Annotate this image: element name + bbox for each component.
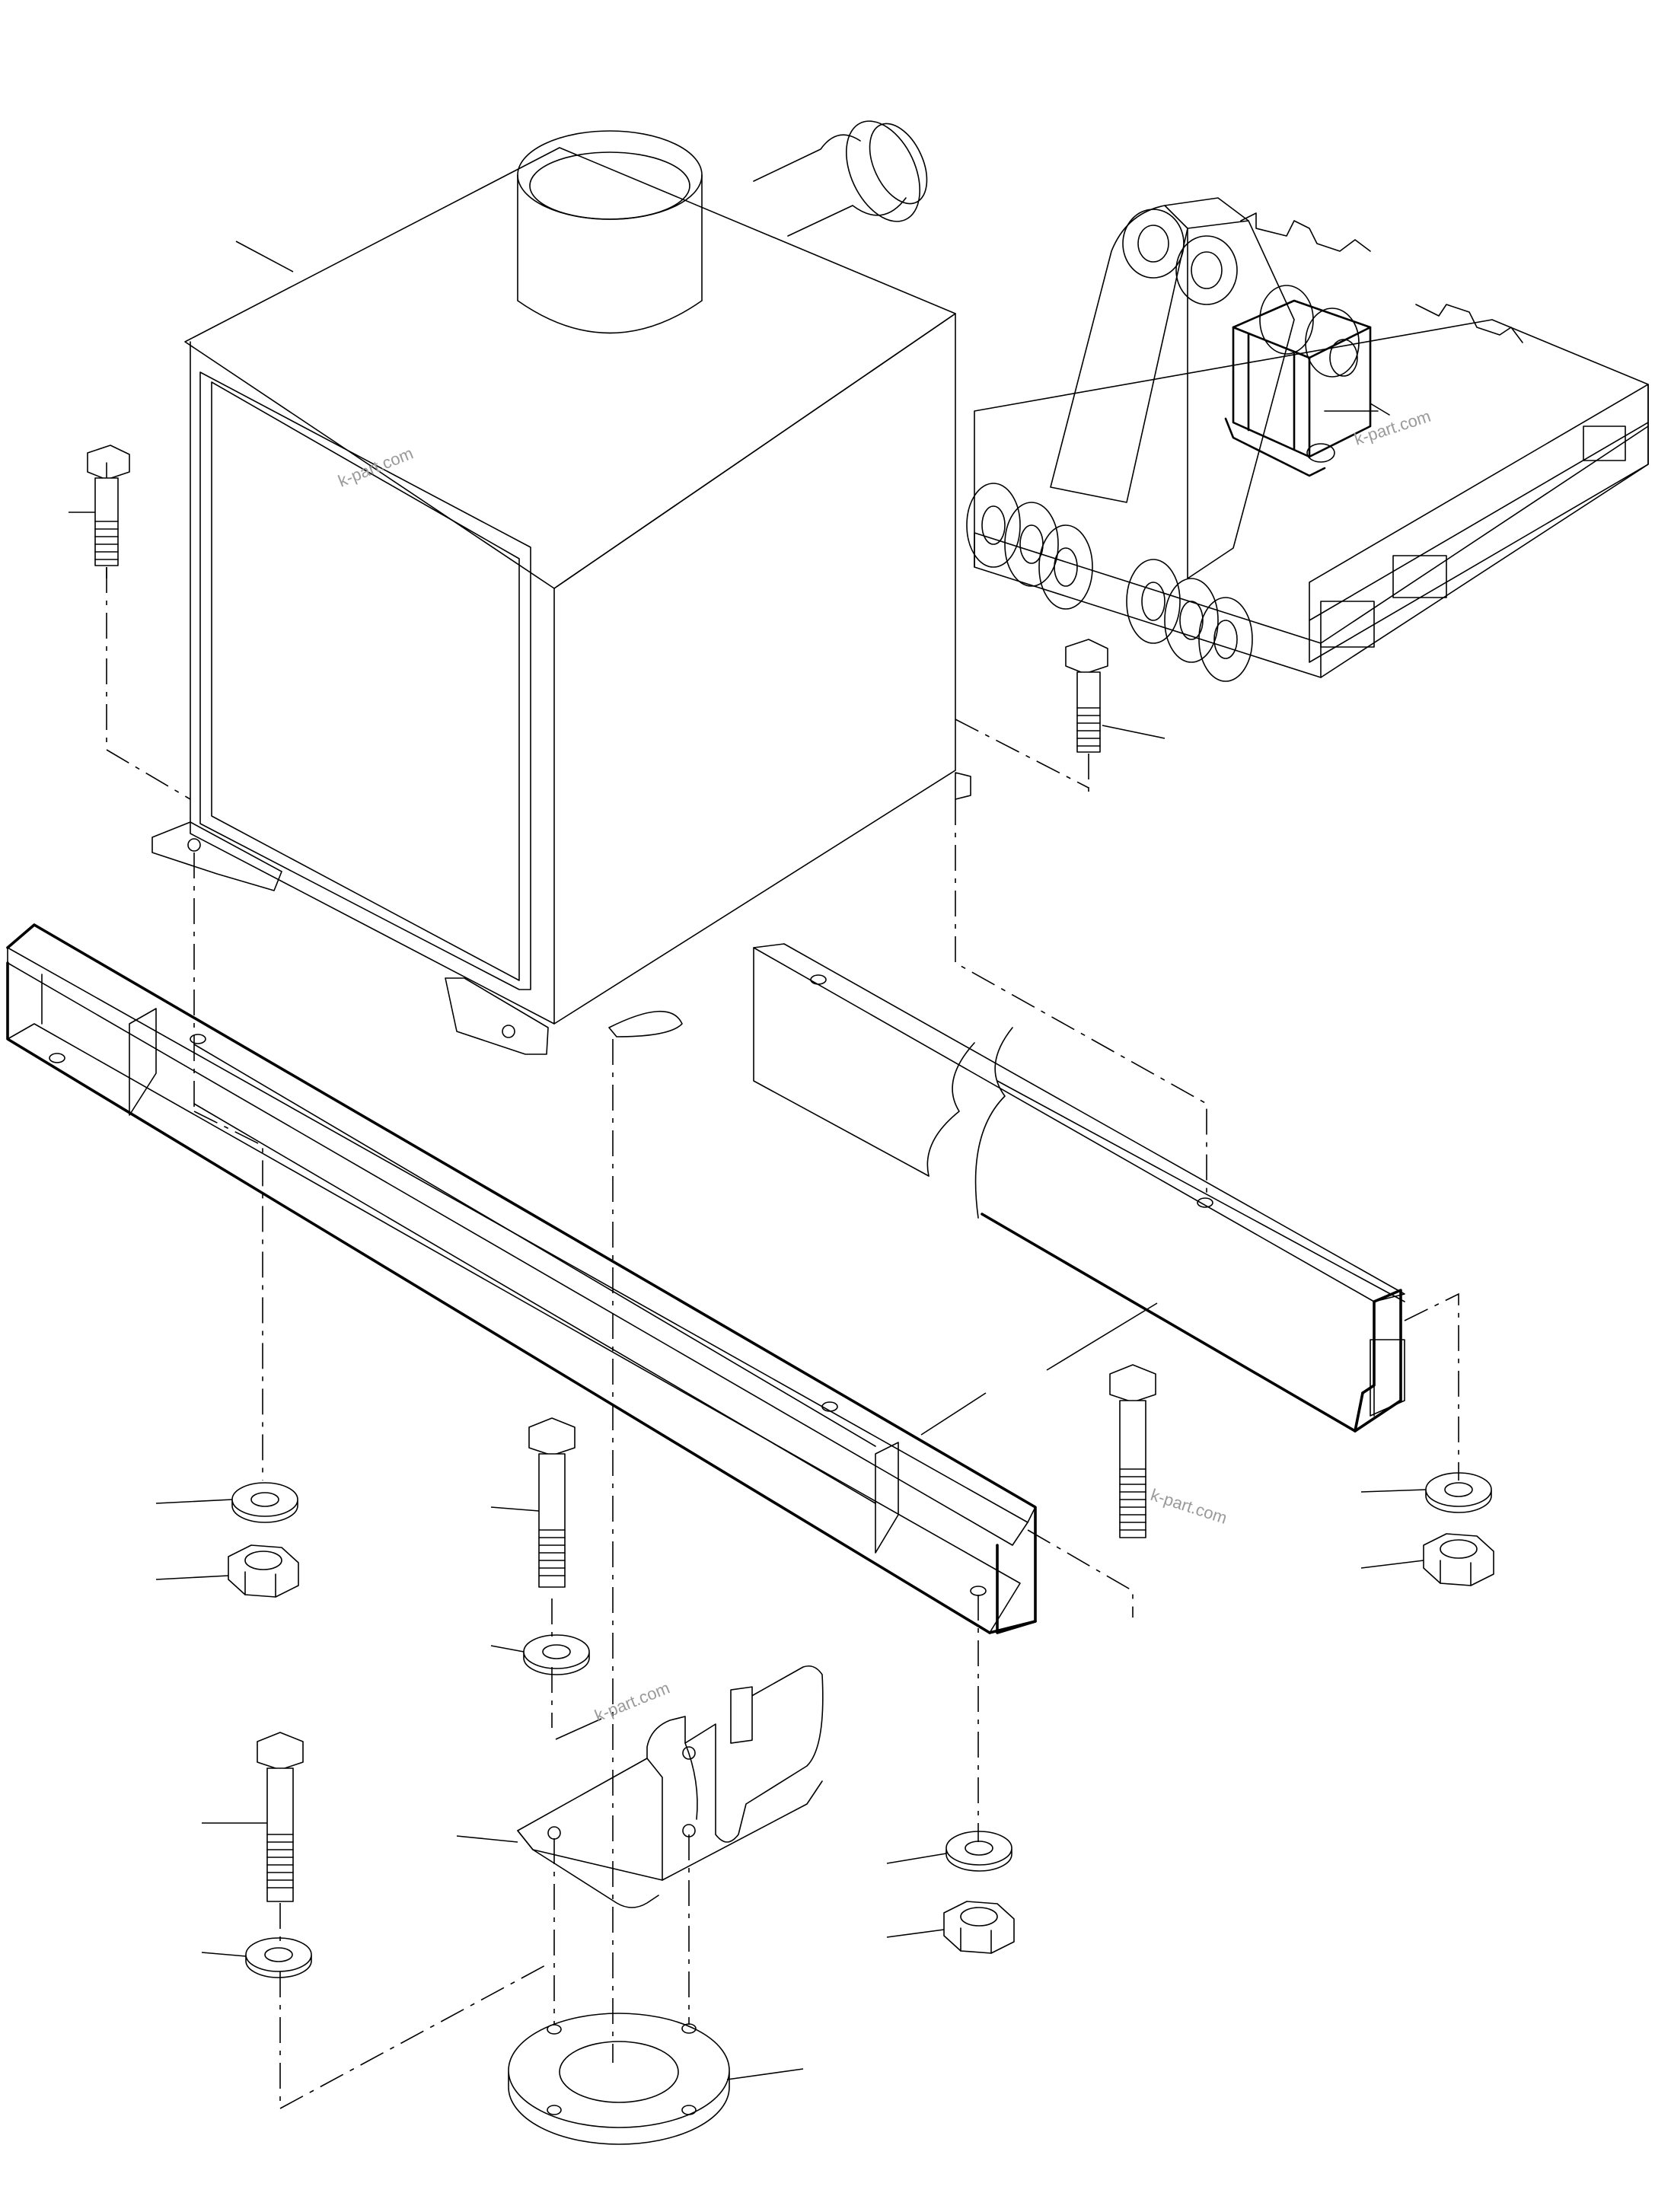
hex-nut-1 <box>228 1544 299 1598</box>
machine-frame-assembly <box>966 197 1649 682</box>
hex-nut-2 <box>1423 1533 1494 1586</box>
bolt-2 <box>1065 639 1108 753</box>
washer-1 <box>231 1482 298 1523</box>
tank-foot-bottom <box>445 977 549 1055</box>
bolt-1 <box>87 445 130 566</box>
frame-tank-location-highlight <box>1224 299 1390 477</box>
bolt-5 <box>257 1732 304 1902</box>
washer-4 <box>945 1831 1012 1872</box>
hex-nut-3 <box>943 1901 1015 1954</box>
tank-filler-cap <box>517 174 703 334</box>
bolt-3 <box>528 1417 576 1588</box>
assembly-center-lines <box>106 567 1459 2110</box>
flange-ring <box>508 2013 730 2145</box>
tank-foot-left <box>151 821 282 891</box>
tank-foot-right <box>955 772 971 800</box>
watermark-2: k-part.com <box>1352 406 1433 449</box>
washer-2 <box>523 1634 590 1675</box>
tank-outlet-pipe <box>753 134 907 237</box>
watermark-3: k-part.com <box>1148 1485 1229 1528</box>
watermark-4: k-part.com <box>592 1678 673 1726</box>
mounting-bracket <box>517 1665 824 1908</box>
tank-assembly <box>151 120 971 1055</box>
tank-drain-flange <box>608 1010 683 1037</box>
leader-lines <box>69 241 1427 2080</box>
right-channel-rail <box>753 943 1405 1433</box>
left-channel-rail <box>6 923 1037 1634</box>
washer-3 <box>1425 1472 1492 1513</box>
washer-5 <box>245 1937 312 1978</box>
bolt-4 <box>1109 1364 1156 1538</box>
